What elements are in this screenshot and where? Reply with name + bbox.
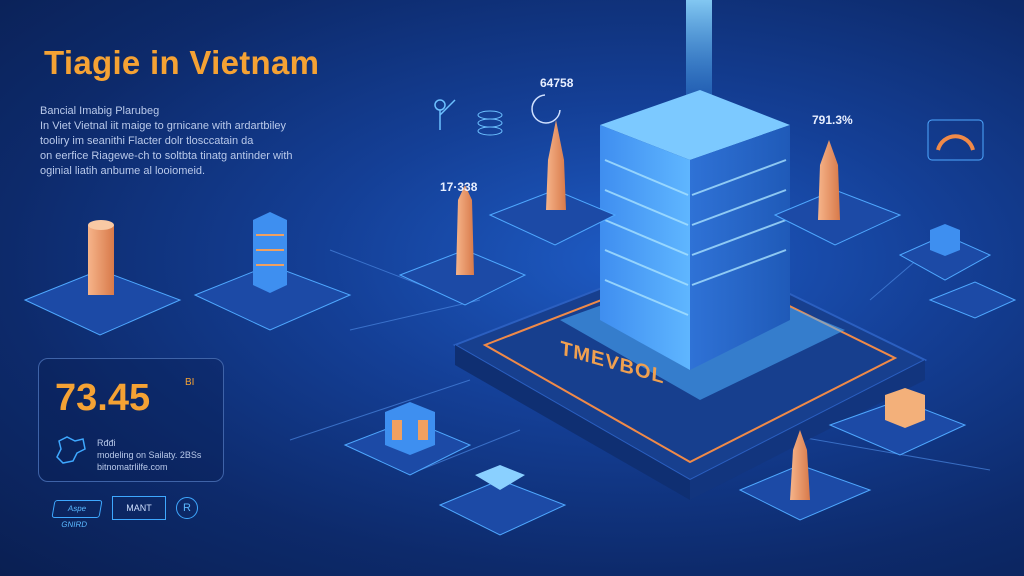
tile-tower-orange	[398, 185, 527, 306]
description-line: tooliry im seanithi Flacter dolr tloscca…	[40, 135, 254, 147]
person-icon	[434, 99, 456, 130]
tile-bottom-right-spire	[738, 430, 872, 521]
stat-line: bitnomatrlilfe.com	[97, 462, 168, 472]
logo-button[interactable]: Aspe GNIRD	[51, 500, 103, 529]
description: Bancial Imabig Plarubeg In Viet Vietnal …	[40, 104, 350, 179]
tile-obelisk	[773, 140, 902, 246]
page-title: Tiagie in Vietnam	[44, 44, 320, 81]
description-line: oginial liatih anbume al looiomeid.	[40, 165, 206, 177]
coins-icon	[477, 110, 503, 136]
stat-details: Rđđi modeling on Sailaty. 2BSs bitnomatr…	[97, 437, 201, 473]
label-left-tower: 17·338	[440, 180, 478, 194]
gauge-icon	[927, 119, 984, 161]
description-line: In Viet Vietnal iit maige to grnicane wi…	[40, 120, 287, 132]
tile-right-small	[928, 281, 1017, 319]
tile-bottom-chip	[438, 465, 567, 536]
label-right-tower: 791.3%	[812, 113, 853, 127]
map-icon	[56, 436, 86, 464]
tile-right-cube	[898, 224, 992, 281]
central-tower	[600, 90, 790, 370]
label-top-center: 64758	[540, 76, 574, 90]
stat-line: Rđđi	[97, 438, 116, 448]
stat-value: 73.45	[55, 377, 151, 419]
round-button[interactable]: R	[176, 497, 198, 519]
stat-card: 73.45 BI Rđđi modeling on Sailaty. 2BSs …	[38, 358, 224, 482]
tile-spire	[488, 120, 617, 246]
tile-left-cylinder	[23, 220, 182, 336]
stat-unit: BI	[185, 377, 195, 388]
main-button[interactable]: MANT	[112, 496, 166, 520]
tile-bottom-cube	[343, 402, 472, 476]
description-line: on eerfice Riagewe-ch to soltbta tinatg …	[40, 150, 293, 162]
description-line: Bancial Imabig Plarubeg	[40, 105, 160, 117]
refresh-arrows-icon	[531, 94, 561, 124]
stat-line: modeling on Sailaty. 2BSs	[97, 450, 202, 460]
tile-left-building	[193, 212, 352, 331]
tile-right-cube-2	[828, 388, 967, 456]
